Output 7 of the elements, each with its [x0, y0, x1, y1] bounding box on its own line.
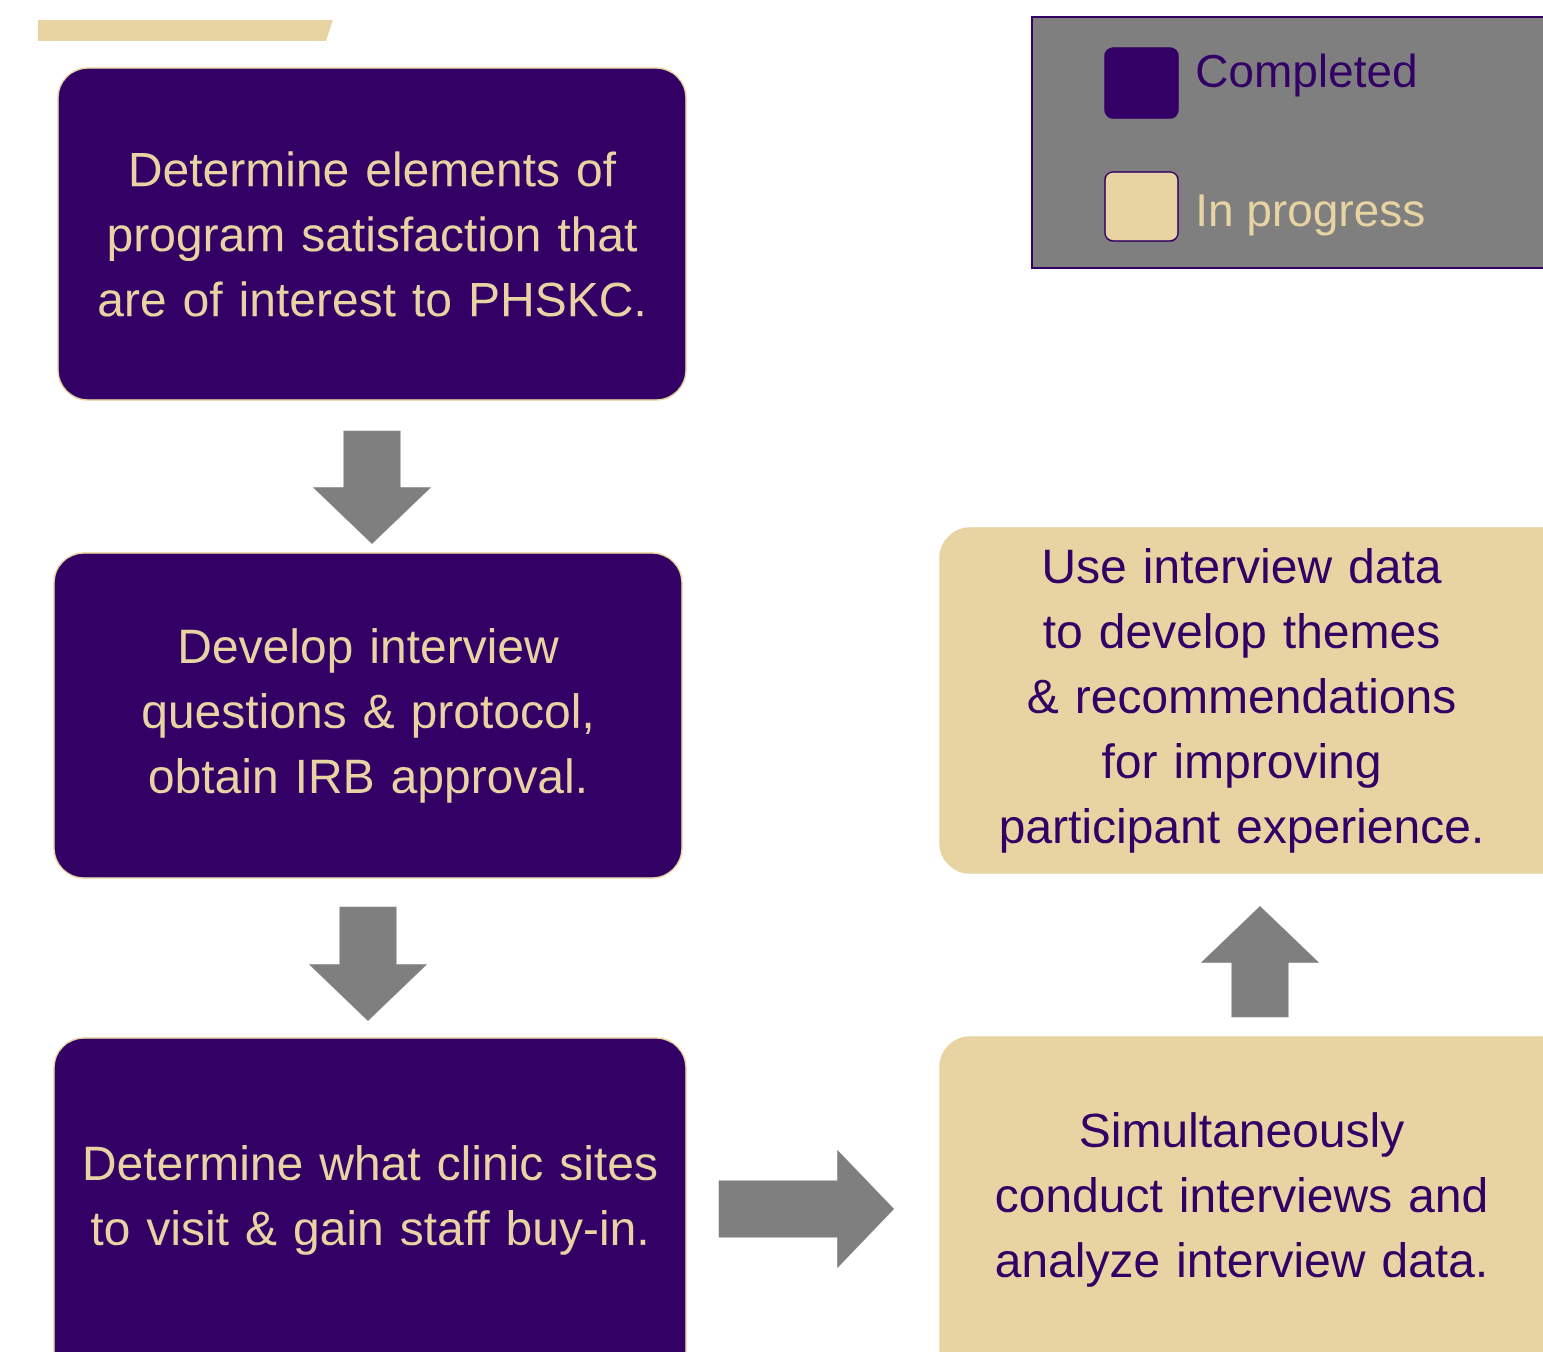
completed-step-box: Determine what clinic sites to visit & gain staff buy-in. — [53, 1037, 687, 1352]
legend-label: Completed — [1197, 53, 1415, 97]
completed-step-box: Determine elements of program satisfaction that are of interest to PHSKC. — [57, 67, 687, 401]
legend-label: In progress — [1199, 194, 1424, 236]
completed-step-box: Develop interview questions & protocol, obtain IRB approval. — [53, 552, 683, 879]
in-progress-step-box: Simultaneously conduct interviews and analyze interview data. — [939, 1036, 1543, 1352]
in-progress-step-box: Use interview data to develop themes & recommendations for improving participant experience. — [939, 527, 1543, 874]
